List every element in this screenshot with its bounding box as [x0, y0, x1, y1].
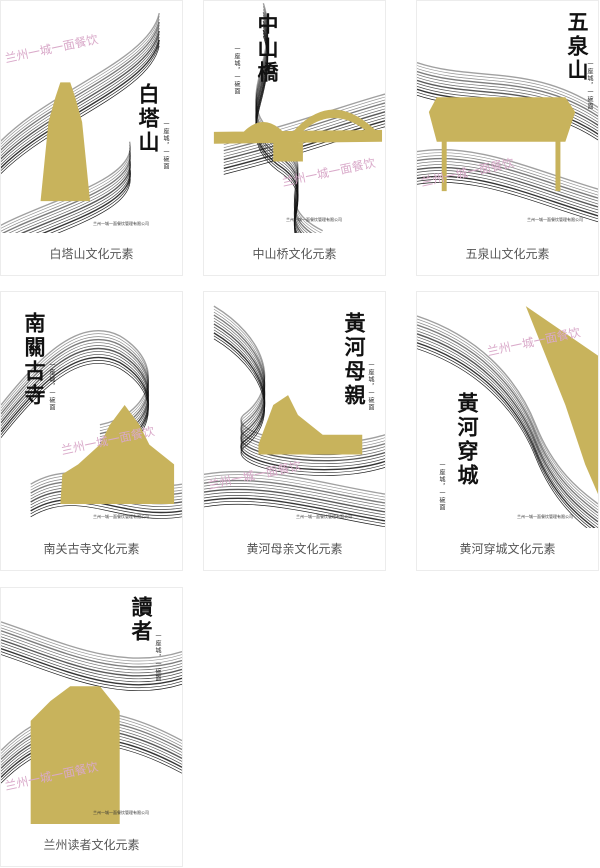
- poster-artwork: 兰州一城一面餐饮: [204, 305, 385, 528]
- ribbon-line: [417, 321, 598, 511]
- poster-title: 黃河母親: [342, 312, 367, 408]
- poster-artwork: 兰州一城一面餐饮: [1, 330, 182, 519]
- ribbon-line: [1, 39, 160, 233]
- poster-slogan: 一座城，一碗面: [438, 462, 445, 511]
- ribbon-line: [223, 32, 385, 233]
- poster-artwork: 兰州一城一面餐饮: [1, 13, 160, 233]
- ribbon-line: [417, 65, 598, 193]
- poster-slogan: 一座城，一碗面: [48, 362, 55, 411]
- ribbon-line: [417, 83, 598, 211]
- card-caption[interactable]: 白塔山文化元素: [49, 247, 134, 261]
- ribbon-line: [204, 320, 385, 510]
- poster-image[interactable]: 兰州一城一面餐饮 讀者 一座城，一碗面 兰州一城一面餐饮管理有限公司: [1, 588, 182, 824]
- ribbon-line: [204, 317, 385, 507]
- gallery-card[interactable]: 兰州一城一面餐饮 南關古寺 一座城，一碗面 兰州一城一面餐饮管理有限公司 南关古…: [0, 291, 183, 571]
- card-caption[interactable]: 黄河母亲文化元素: [246, 542, 343, 556]
- card-caption[interactable]: 黄河穿城文化元素: [459, 542, 556, 556]
- poster-artwork: 兰州一城一面餐饮: [1, 621, 182, 824]
- ribbon-line: [204, 326, 385, 516]
- poster-slogan: 一座城，一碗面: [233, 46, 240, 95]
- ribbon-line: [417, 315, 598, 505]
- poster-image[interactable]: 兰州一城一面餐饮 白塔山 一座城，一碗面 兰州一城一面餐饮管理有限公司: [1, 1, 182, 233]
- ribbon-line: [417, 333, 598, 523]
- ribbon-line: [417, 327, 598, 517]
- ribbon-line: [417, 330, 598, 520]
- poster-image[interactable]: 兰州一城一面餐饮 黃河穿城 一座城，一碗面 兰州一城一面餐饮管理有限公司: [417, 292, 598, 528]
- landmark-silhouette: [40, 82, 91, 202]
- poster-slogan: 一座城，一碗面: [162, 121, 169, 170]
- poster-company: 兰州一城一面餐饮管理有限公司: [286, 217, 342, 222]
- poster-company: 兰州一城一面餐饮管理有限公司: [296, 514, 352, 519]
- poster-company: 兰州一城一面餐饮管理有限公司: [527, 217, 583, 222]
- ribbon-line: [204, 338, 385, 528]
- landmark-silhouette: [258, 395, 363, 455]
- gallery-card[interactable]: 兰州一城一面餐饮 中山橋 一座城，一碗面 兰州一城一面餐饮管理有限公司 中山桥文…: [203, 0, 386, 276]
- ribbon-line: [417, 324, 598, 514]
- ribbon-line: [417, 342, 596, 528]
- ribbon-line: [417, 61, 598, 190]
- poster-image[interactable]: 兰州一城一面餐饮 南關古寺 一座城，一碗面 兰州一城一面餐饮管理有限公司: [1, 292, 182, 528]
- poster-company: 兰州一城一面餐饮管理有限公司: [517, 514, 573, 519]
- poster-artwork: 兰州一城一面餐饮: [417, 61, 598, 223]
- poster-title: 讀者: [129, 596, 154, 644]
- watermark: 兰州一城一面餐饮: [4, 32, 100, 65]
- ribbon-line: [1, 30, 160, 233]
- ribbon-line: [1, 27, 160, 233]
- poster-company: 兰州一城一面餐饮管理有限公司: [93, 221, 149, 226]
- ribbon-line: [1, 36, 160, 233]
- poster-title: 五泉山: [565, 11, 590, 83]
- poster-title: 黃河穿城: [455, 392, 480, 488]
- ribbon-line: [417, 318, 598, 508]
- poster-slogan: 一座城，一碗面: [154, 633, 161, 682]
- poster-title: 白塔山: [136, 83, 161, 155]
- poster-image[interactable]: 兰州一城一面餐饮 五泉山 一座城，一碗面 兰州一城一面餐饮管理有限公司: [417, 1, 598, 233]
- poster-company: 兰州一城一面餐饮管理有限公司: [93, 514, 149, 519]
- poster-title: 南關古寺: [22, 312, 47, 408]
- ribbon-line: [417, 348, 588, 528]
- ribbon-line: [417, 345, 592, 528]
- card-caption[interactable]: 南关古寺文化元素: [43, 542, 140, 556]
- ribbon-line: [204, 323, 385, 513]
- poster-artwork: 兰州一城一面餐饮: [213, 3, 385, 233]
- card-caption[interactable]: 兰州读者文化元素: [43, 838, 140, 852]
- ribbon-line: [204, 335, 385, 525]
- ribbon-line: [417, 79, 598, 208]
- gallery-card[interactable]: 兰州一城一面餐饮 黃河穿城 一座城，一碗面 兰州一城一面餐饮管理有限公司 黄河穿…: [416, 291, 599, 571]
- gallery-card[interactable]: 兰州一城一面餐饮 五泉山 一座城，一碗面 兰州一城一面餐饮管理有限公司 五泉山文…: [416, 0, 599, 276]
- poster-image[interactable]: 兰州一城一面餐饮 黃河母親 一座城，一碗面 兰州一城一面餐饮管理有限公司: [204, 292, 385, 528]
- landmark-silhouette: [428, 97, 576, 192]
- ribbon-line: [417, 68, 598, 196]
- card-caption[interactable]: 五泉山文化元素: [465, 247, 550, 261]
- landmark-silhouette: [213, 109, 383, 162]
- poster-artwork: 兰州一城一面餐饮: [417, 306, 598, 528]
- ribbon-line: [204, 332, 385, 522]
- ribbon-line: [223, 35, 385, 233]
- ribbon-line: [1, 42, 160, 233]
- poster-slogan: 一座城，一碗面: [367, 362, 374, 411]
- gallery-card[interactable]: 兰州一城一面餐饮 白塔山 一座城，一碗面 兰州一城一面餐饮管理有限公司 白塔山文…: [0, 0, 183, 276]
- ribbon-line: [417, 70, 598, 199]
- poster-image[interactable]: 兰州一城一面餐饮 中山橋 一座城，一碗面 兰州一城一面餐饮管理有限公司: [204, 1, 385, 233]
- landmark-silhouette: [60, 405, 175, 504]
- ribbon-line: [417, 77, 598, 205]
- poster-slogan: 一座城，一碗面: [586, 61, 593, 110]
- card-caption[interactable]: 中山桥文化元素: [252, 247, 337, 261]
- ribbon-line: [417, 74, 598, 202]
- poster-title: 中山橋: [255, 13, 280, 85]
- ribbon-line: [1, 33, 160, 233]
- ribbon-line: [1, 45, 160, 233]
- poster-company: 兰州一城一面餐饮管理有限公司: [93, 810, 149, 815]
- landmark-silhouette: [525, 306, 598, 495]
- ribbon-line: [223, 3, 385, 232]
- gallery-card[interactable]: 兰州一城一面餐饮 讀者 一座城，一碗面 兰州一城一面餐饮管理有限公司 兰州读者文…: [0, 587, 183, 867]
- ribbon-line: [1, 24, 160, 233]
- gallery-card[interactable]: 兰州一城一面餐饮 黃河母親 一座城，一碗面 兰州一城一面餐饮管理有限公司 黄河母…: [203, 291, 386, 571]
- ribbon-line: [204, 329, 385, 519]
- landmark-silhouette: [30, 686, 120, 824]
- ribbon-line: [417, 336, 598, 526]
- ribbon-line: [417, 339, 598, 528]
